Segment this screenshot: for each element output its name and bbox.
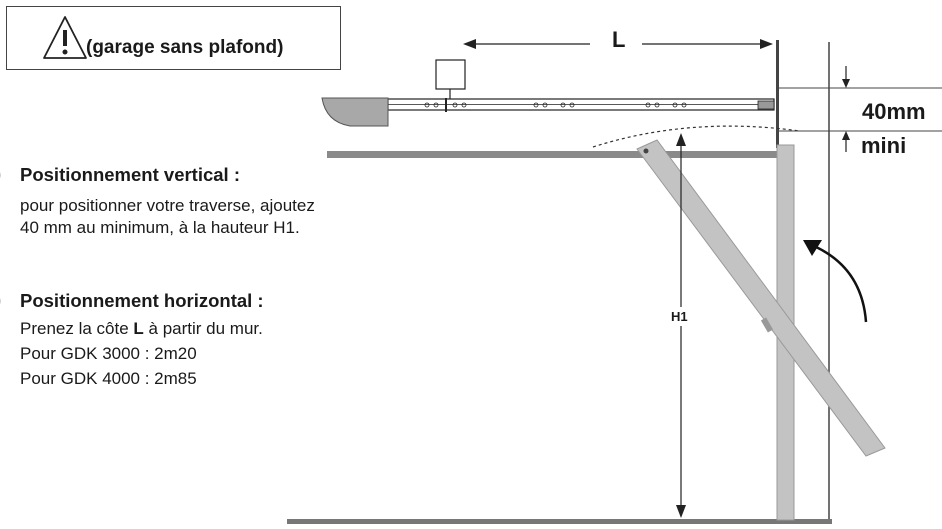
rail-holes [424, 102, 687, 108]
dimension-L-label: L [612, 27, 626, 52]
door-arm [760, 317, 774, 333]
clearance-arrowhead-down-icon [842, 79, 850, 88]
horizontal-title: Positionnement horizontal : [20, 290, 264, 311]
door-opening [636, 139, 886, 457]
horizontal-line-2: Pour GDK 3000 : 2m20 [20, 344, 197, 363]
motor-head [321, 97, 389, 127]
horizontal-line-3: Pour GDK 4000 : 2m85 [20, 369, 197, 388]
horizontal-line-1: Prenez la côte L à partir du mur. [20, 318, 263, 340]
header-beam [327, 151, 777, 158]
swing-arc [592, 125, 801, 148]
vertical-line-2: 40 mm au minimum, à la hauteur H1. [20, 218, 300, 237]
warning-text: (garage sans plafond) [86, 37, 284, 58]
wall-jamb [776, 40, 779, 148]
bullet-vertical: ) [0, 161, 1, 187]
floor [287, 519, 832, 524]
rotation-arrowhead-icon [803, 240, 822, 256]
door-pivot [643, 148, 649, 154]
rotation-arrow [813, 244, 868, 323]
horizontal-line-1-before: Prenez la côte [20, 319, 134, 338]
dimension-H1-label: H1 [671, 307, 688, 326]
vertical-line-1: pour positionner votre traverse, ajoutez [20, 196, 315, 215]
dim-L-arrow-left-icon [463, 39, 476, 49]
dim-L-arrow-right-icon [760, 39, 773, 49]
dim-H1-arrow-top-icon [676, 133, 686, 146]
clearance-unit: mini [861, 133, 907, 158]
trolley-box [435, 59, 466, 90]
dim-H1-arrow-bottom-icon [676, 505, 686, 518]
rail-end-bracket [757, 100, 775, 110]
vertical-title: Positionnement vertical : [20, 164, 240, 185]
bullet-horizontal: ) [0, 287, 1, 313]
warning-triangle-icon [43, 16, 87, 59]
warning-box [6, 6, 341, 70]
horizontal-line-1-bold: L [133, 319, 144, 338]
clearance-arrowhead-up-icon [842, 131, 850, 140]
horizontal-line-1-after: à partir du mur. [143, 319, 263, 338]
clearance-value: 40mm [862, 99, 926, 124]
